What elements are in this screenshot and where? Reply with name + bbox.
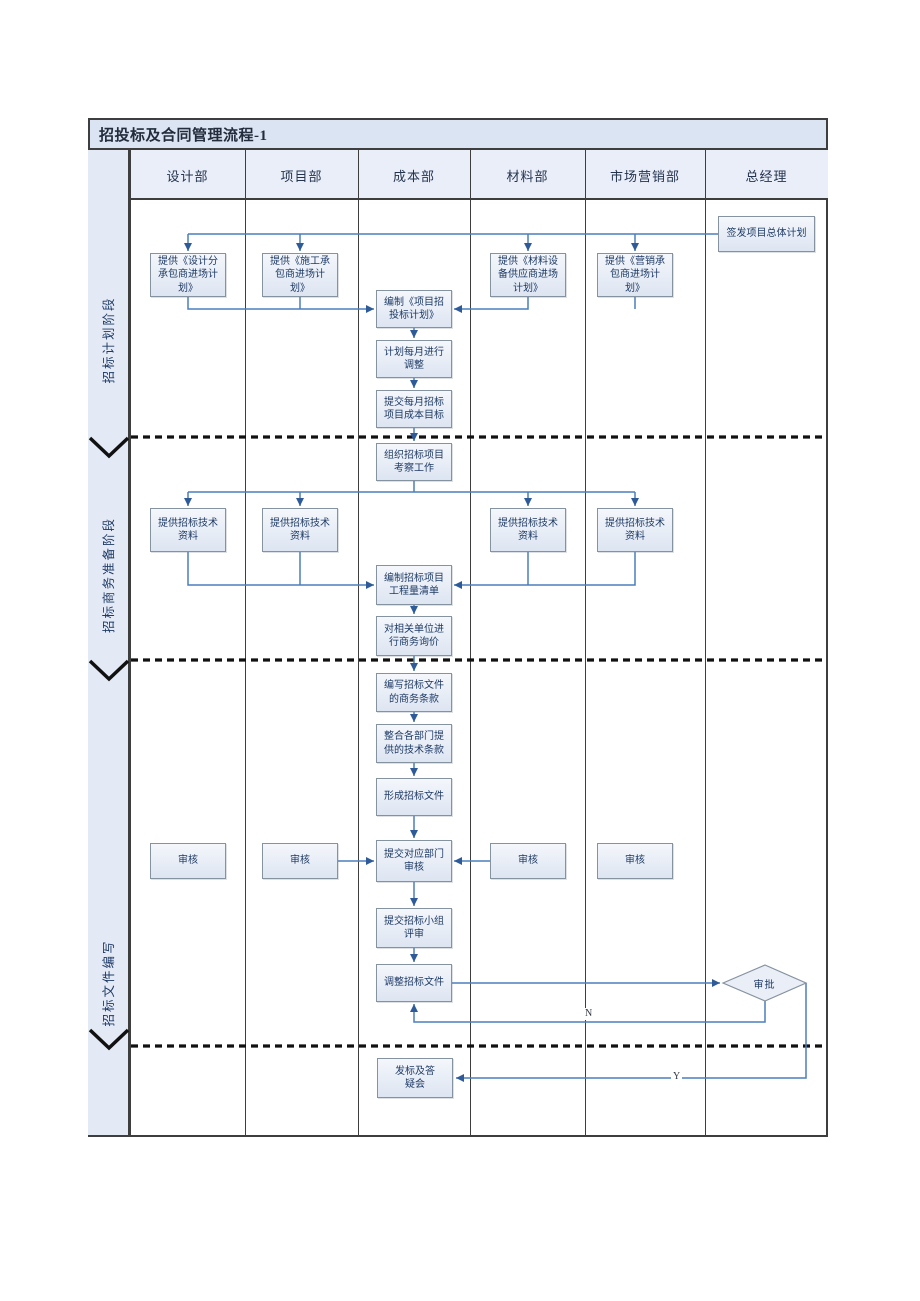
node-commercial-terms: 编写招标文件的商务条款	[376, 673, 452, 712]
grid-line	[470, 150, 471, 1137]
node-integrate-terms: 整合各部门提供的技术条款	[376, 724, 452, 763]
column-header-marketing: 市场营销部	[609, 168, 680, 184]
node-design-plan: 提供《设计分承包商进场计划》	[150, 253, 226, 297]
department-header-row	[130, 150, 828, 200]
node-adjust-doc: 调整招标文件	[376, 964, 452, 1002]
node-boq: 编制招标项目工程量清单	[376, 565, 452, 605]
node-issue-plan: 签发项目总体计划	[718, 216, 815, 252]
grid-line	[130, 150, 131, 1137]
node-approve-label: 审批	[753, 979, 776, 991]
phase-label-prep: 招标商务准备阶段	[102, 517, 116, 634]
node-inspect: 组织招标项目考察工作	[376, 443, 452, 481]
node-review-material: 审核	[490, 843, 566, 879]
node-tech-project: 提供招标技术资料	[262, 508, 338, 552]
column-header-material: 材料部	[506, 168, 549, 184]
grid-line	[358, 150, 359, 1137]
node-monthly-cost: 提交每月招标项目成本目标	[376, 390, 452, 428]
column-header-gm: 总经理	[745, 168, 788, 184]
node-material-plan: 提供《材料设备供应商进场计划》	[490, 253, 566, 297]
branch-label-no: N	[583, 1008, 595, 1020]
node-tech-design: 提供招标技术资料	[150, 508, 226, 552]
node-tech-material: 提供招标技术资料	[490, 508, 566, 552]
node-team-review: 提交招标小组评审	[376, 908, 452, 948]
node-marketing-plan: 提供《营销承包商进场计划》	[597, 253, 673, 297]
phase-label-plan: 招标计划阶段	[102, 296, 116, 384]
phase-label-write: 招标文件编写	[102, 939, 116, 1027]
node-construct-plan: 提供《施工承包商进场计划》	[262, 253, 338, 297]
node-issue-bid: 发标及答疑会	[377, 1058, 453, 1098]
phase-sidebar	[88, 150, 130, 1137]
node-monthly-adjust: 计划每月进行调整	[376, 340, 452, 378]
branch-label-yes: Y	[671, 1071, 683, 1083]
column-header-design: 设计部	[166, 168, 209, 184]
node-review-design: 审核	[150, 843, 226, 879]
column-header-cost: 成本部	[392, 168, 435, 184]
chart-title: 招投标及合同管理流程-1	[88, 118, 828, 150]
node-review-marketing: 审核	[597, 843, 673, 879]
node-review-project: 审核	[262, 843, 338, 879]
node-inquiry: 对相关单位进行商务询价	[376, 616, 452, 656]
node-bid-plan: 编制《项目招投标计划》	[376, 290, 452, 328]
node-form-doc: 形成招标文件	[376, 778, 452, 816]
node-tech-marketing: 提供招标技术资料	[597, 508, 673, 552]
grid-line	[245, 150, 246, 1137]
node-submit-review: 提交对应部门审核	[376, 840, 452, 882]
grid-line	[585, 150, 586, 1137]
column-header-project: 项目部	[280, 168, 323, 184]
grid-line	[705, 150, 706, 1137]
